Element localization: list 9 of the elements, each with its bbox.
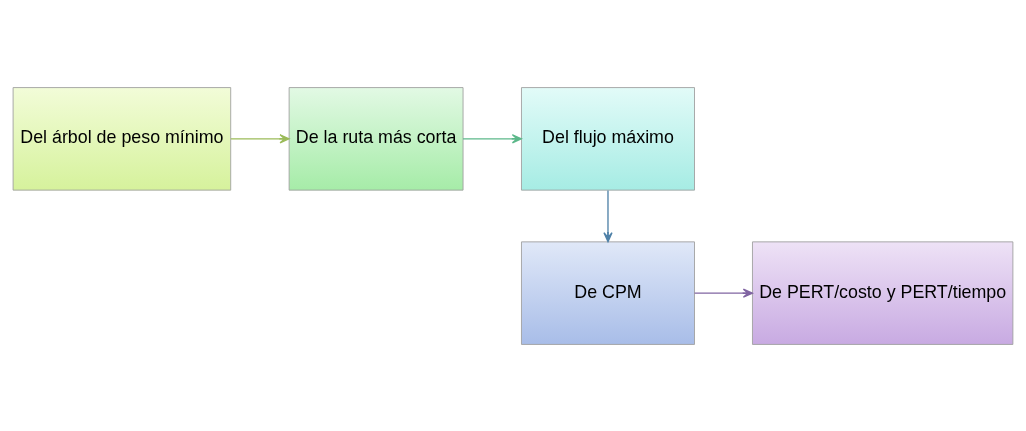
arrow xyxy=(693,287,753,298)
arrow xyxy=(603,189,613,242)
node-box: De la ruta más corta xyxy=(288,86,464,191)
arrow xyxy=(230,133,290,144)
arrow xyxy=(462,133,523,144)
node-box: Del flujo máximo xyxy=(521,86,695,191)
node-box: De PERT/costo y PERT/tiempo xyxy=(752,240,1014,345)
node-box: De CPM xyxy=(521,240,695,345)
node-box: Del árbol de peso mínimo xyxy=(12,86,232,191)
